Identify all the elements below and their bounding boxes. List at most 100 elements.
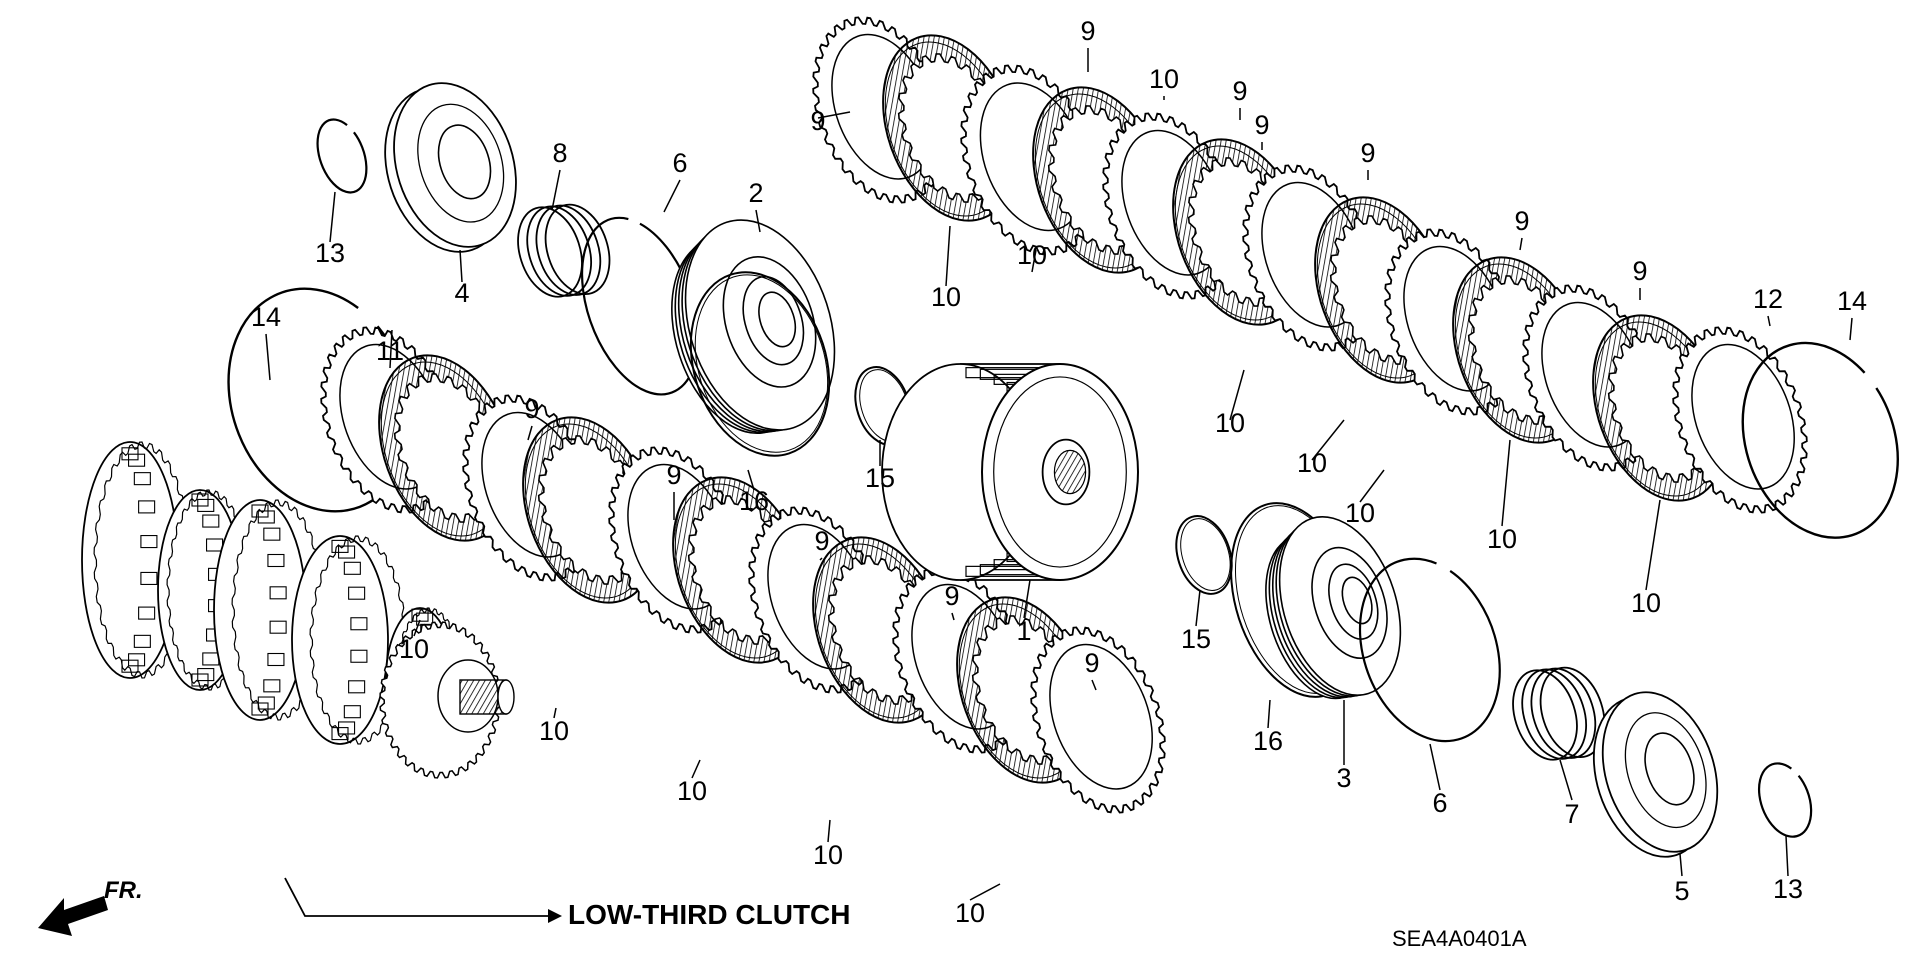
- leader-line: [1359, 469, 1385, 503]
- front-label: FR.: [104, 877, 143, 904]
- o-ring-6: [1358, 557, 1501, 743]
- callout-10-friction-disc: 10: [955, 898, 985, 928]
- leader-line: [459, 249, 463, 283]
- callout-9-clutch-plate: 9: [524, 394, 539, 424]
- leader-line: [827, 819, 831, 843]
- callout-2-piston: 2: [748, 178, 763, 208]
- leader-line: [1849, 317, 1853, 341]
- leader-line: [951, 612, 955, 621]
- leader-line: [1519, 237, 1523, 251]
- leader-line: [819, 557, 823, 561]
- callout-15-o-ring: 15: [1181, 624, 1211, 654]
- leader-line: [969, 883, 1001, 901]
- callout-9-clutch-plate: 9: [666, 460, 681, 490]
- front-direction-marker: FR.: [38, 877, 143, 936]
- leader-line: [1645, 499, 1661, 591]
- callout-15-o-ring: 15: [865, 463, 895, 493]
- callout-11-end-plate: 11: [376, 336, 404, 366]
- callout-12-end-plate: 12: [1753, 284, 1783, 314]
- leader-line: [527, 425, 533, 441]
- o-ring-16: [689, 271, 831, 457]
- callout-10-friction-disc: 10: [1017, 240, 1047, 270]
- leader-line: [551, 169, 561, 211]
- callout-9-clutch-plate: 9: [814, 526, 829, 556]
- caption-leader: [284, 877, 548, 917]
- callout-3-piston: 3: [1336, 763, 1351, 793]
- leader-line: [1031, 249, 1037, 273]
- end-plate-4: [384, 82, 517, 253]
- clutch-plate: [1030, 626, 1166, 814]
- leader-line: [1229, 369, 1245, 421]
- callout-9-clutch-plate: 9: [1232, 76, 1247, 106]
- leader-line: [1559, 759, 1573, 801]
- assembly-caption: LOW-THIRD CLUTCH: [568, 899, 851, 930]
- parts-layer: [81, 16, 1899, 858]
- diagram-code: SEA4A0401A: [1392, 926, 1527, 951]
- snap-ring-14: [1741, 341, 1899, 539]
- callout-9-clutch-plate: 9: [944, 581, 959, 611]
- callout-4-end-plate: 4: [454, 278, 469, 308]
- callout-10-friction-disc: 10: [1487, 524, 1517, 554]
- leader-line: [1091, 679, 1097, 691]
- callout-16-o-ring: 16: [1253, 726, 1283, 756]
- callout-9-clutch-plate: 9: [1360, 138, 1375, 168]
- leader-line: [1311, 419, 1345, 461]
- callout-10-friction-disc: 10: [539, 716, 569, 746]
- callout-9-clutch-plate: 9: [1080, 16, 1095, 46]
- leader-line: [553, 707, 557, 719]
- callout-10-friction-disc: 10: [813, 840, 843, 870]
- leader-line: [747, 469, 755, 491]
- leader-line: [1679, 853, 1683, 877]
- spring-retainer-7: [1512, 666, 1606, 761]
- callout-9-clutch-plate: 9: [810, 106, 825, 136]
- callout-10-friction-disc: 10: [1297, 448, 1327, 478]
- leader-line: [413, 619, 421, 637]
- snap-ring-13: [1757, 762, 1813, 838]
- leader-line: [1023, 579, 1031, 619]
- end-plate-5: [1592, 691, 1719, 858]
- clutch-drum-1: [881, 363, 1139, 581]
- leader-line: [663, 179, 681, 213]
- callout-10-friction-disc: 10: [1149, 64, 1179, 94]
- callout-labels: 13 4 8 6 2 14 11 9 16 15 9 9 9 9 9 10 10…: [251, 16, 1867, 951]
- leader-line: [1429, 743, 1441, 791]
- callout-6-o-ring: 6: [672, 148, 687, 178]
- caption-pointer: [284, 877, 562, 923]
- callout-9-clutch-plate: 9: [1254, 110, 1269, 140]
- callout-14-snap-ring: 14: [1837, 286, 1867, 316]
- callout-13-snap-ring: 13: [315, 238, 345, 268]
- callout-1-clutch-drum: 1: [1016, 616, 1031, 646]
- mainshaft-gear-assembly: [81, 441, 515, 779]
- leader-line: [329, 191, 336, 243]
- callout-10-friction-disc: 10: [677, 776, 707, 806]
- callout-10-friction-disc: 10: [1631, 588, 1661, 618]
- caption-arrowhead-icon: [548, 909, 562, 923]
- callout-10-friction-disc: 10: [1345, 498, 1375, 528]
- o-ring-15: [1175, 515, 1233, 595]
- callout-7-spring-retainer: 7: [1564, 799, 1579, 829]
- callout-8-spring-retainer: 8: [552, 138, 567, 168]
- leader-line: [1267, 699, 1271, 729]
- snap-ring-13: [316, 118, 368, 194]
- spring-retainer-8: [517, 203, 611, 298]
- leader-line: [945, 225, 951, 287]
- callout-9-clutch-plate: 9: [1514, 206, 1529, 236]
- piston-2: [671, 219, 836, 435]
- callout-10-friction-disc: 10: [931, 282, 961, 312]
- callout-5-end-plate: 5: [1674, 876, 1689, 906]
- leader-line: [691, 759, 701, 779]
- callout-14-snap-ring: 14: [251, 302, 281, 332]
- leader-line: [1501, 439, 1511, 527]
- leader-line: [265, 333, 271, 381]
- leader-line: [755, 209, 761, 233]
- callout-9-clutch-plate: 9: [1084, 648, 1099, 678]
- callout-10-friction-disc: 10: [1215, 408, 1245, 438]
- leader-line: [389, 329, 393, 369]
- callout-9-clutch-plate: 9: [1632, 256, 1647, 286]
- piston-3: [1265, 516, 1402, 700]
- callout-13-snap-ring: 13: [1773, 874, 1803, 904]
- front-arrow-icon: [38, 896, 108, 936]
- leader-line: [1195, 589, 1201, 627]
